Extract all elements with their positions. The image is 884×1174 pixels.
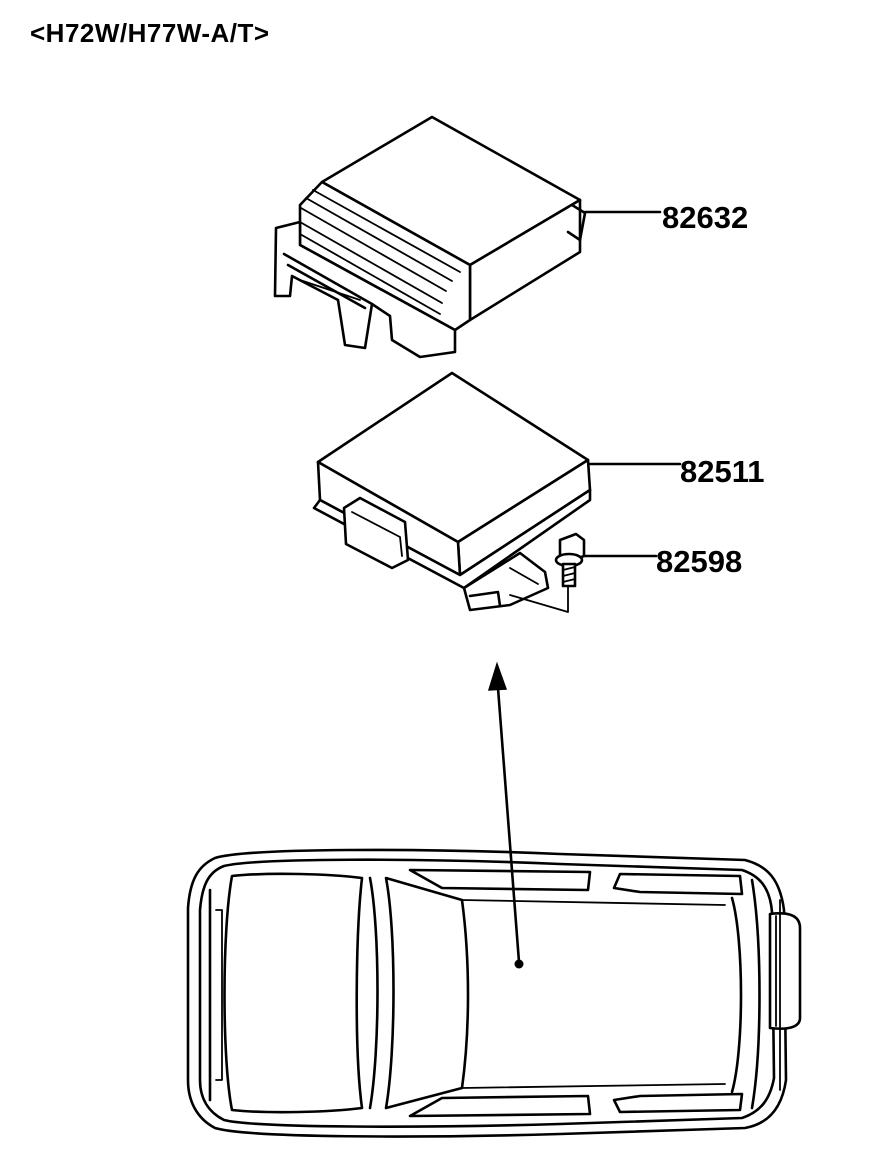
part-number-82598[interactable]: 82598 <box>656 544 742 579</box>
part-number-82511[interactable]: 82511 <box>680 454 765 489</box>
vehicle-top-view <box>186 848 802 1138</box>
part-number-82632[interactable]: 82632 <box>662 200 748 235</box>
part-82632-cover[interactable] <box>273 115 587 359</box>
part-82598-bolt[interactable] <box>554 532 586 588</box>
model-code-header: <H72W/H77W-A/T> <box>30 18 270 48</box>
location-arrow <box>487 661 524 969</box>
part-82511-control-unit[interactable] <box>312 371 592 613</box>
